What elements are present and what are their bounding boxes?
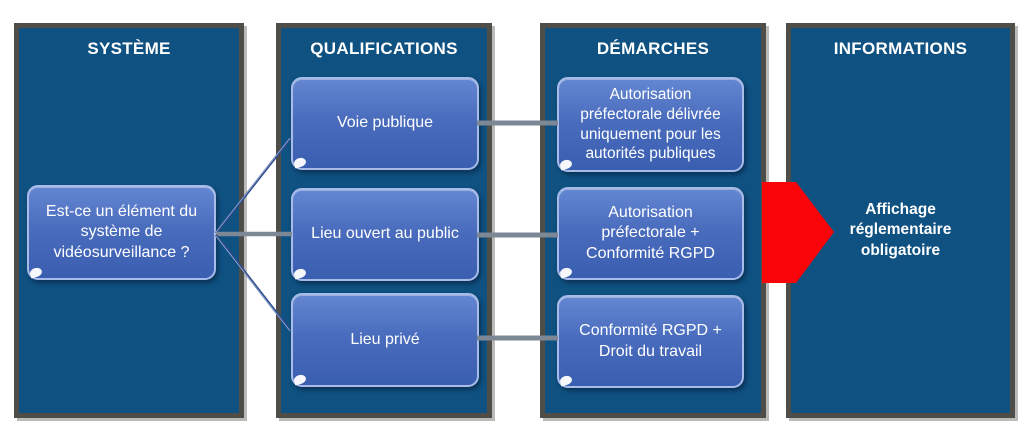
decision-box-videosurveillance: Est-ce un élément du système de vidéosur…: [27, 185, 216, 280]
panel-title-informations: INFORMATIONS: [833, 39, 968, 58]
panel-informations: INFORMATIONS Affichage réglementaire obl…: [786, 23, 1015, 418]
demarche-box-autorisation-rgpd: Autorisation préfectorale + Conformité R…: [557, 187, 744, 280]
panel-title-qualifications: QUALIFICATIONS: [310, 39, 458, 58]
panel-qualifications: QUALIFICATIONS Voie publique Lieu ouvert…: [276, 23, 492, 418]
demarche-box-autorisation-prefectorale: Autorisation préfectorale délivrée uniqu…: [557, 77, 744, 172]
panel-title-systeme: SYSTÈME: [87, 39, 171, 58]
panel-systeme: SYSTÈME Est-ce un élément du système de …: [14, 23, 244, 418]
qualification-box-lieu-prive: Lieu privé: [291, 293, 479, 387]
qualification-box-lieu-ouvert: Lieu ouvert au public: [291, 188, 479, 281]
panel-title-demarches: DÉMARCHES: [596, 39, 710, 58]
panel-demarches: DÉMARCHES Autorisation préfectorale déli…: [540, 23, 766, 418]
demarche-box-rgpd-droit-travail: Conformité RGPD + Droit du travail: [557, 295, 744, 388]
info-text-affichage: Affichage réglementaire obligatoire: [849, 201, 952, 259]
qualification-box-voie-publique: Voie publique: [291, 77, 479, 170]
